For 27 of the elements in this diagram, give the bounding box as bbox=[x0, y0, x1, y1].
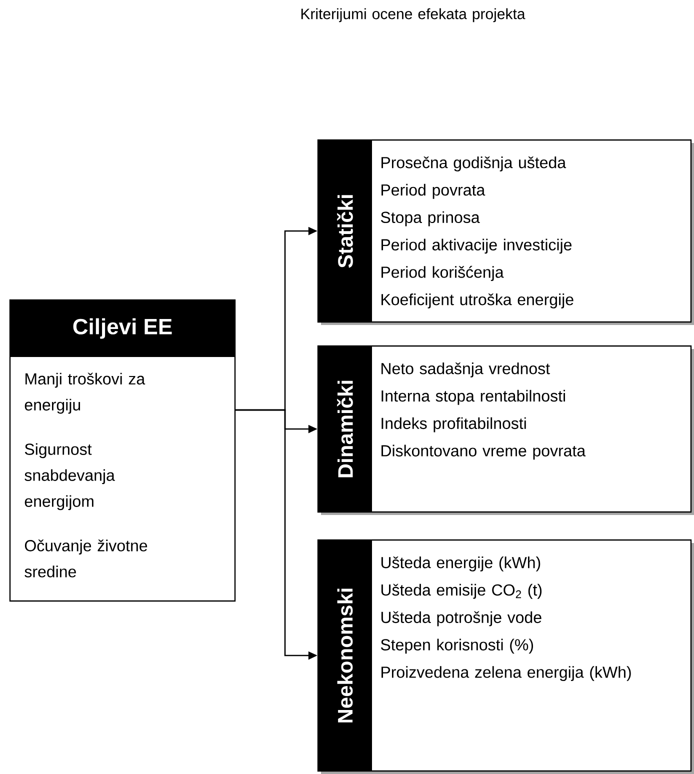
criterion-item: Diskontovano vreme povrata bbox=[382, 444, 586, 460]
criterion-item: Proizvedena zelena energija (kWh) bbox=[382, 666, 631, 682]
band-heading: Statički bbox=[337, 195, 353, 268]
criteria-box bbox=[317, 539, 694, 774]
criterion-item: Indeks profitabilnosti bbox=[382, 417, 526, 432]
criterion-item: Stopa prinosa bbox=[380, 211, 480, 226]
criterion-item: Koeficijent utroška energije bbox=[382, 293, 574, 308]
criteria-box bbox=[317, 345, 694, 515]
criterion-item: Period aktivacije investicije bbox=[382, 238, 572, 254]
criteria-box bbox=[317, 139, 694, 325]
criterion-item: Period povrata bbox=[382, 184, 486, 199]
goal-item: Sigurnost snabdevanja energijom bbox=[24, 443, 115, 510]
band-heading: Neekonomski bbox=[337, 588, 353, 722]
criterion-item: Period korišćenja bbox=[382, 266, 504, 282]
criterion-item: Interna stopa rentabilnosti bbox=[382, 390, 565, 405]
band-heading: Dinamički bbox=[337, 380, 353, 478]
criterion-item: Stepen korisnosti (%) bbox=[380, 638, 533, 654]
criterion-item: Prosečna godišnja ušteda bbox=[382, 156, 566, 172]
box-heading: Ciljevi EE bbox=[73, 318, 172, 339]
criterion-item: Ušteda potrošnje vode bbox=[381, 611, 542, 626]
criterion-item: Neto sadašnja vrednost bbox=[382, 362, 550, 378]
criterion-item: Ušteda emisije CO$_{2}$ (t) bbox=[381, 584, 542, 599]
goal-item: Manji troškovi za energiju bbox=[24, 372, 146, 414]
criterion-item: Ušteda energije (kWh) bbox=[381, 556, 540, 572]
goals-box bbox=[9, 299, 236, 602]
goal-item: Očuvanje životne sredine bbox=[24, 540, 148, 578]
title: Kriterijumi ocene efekata projekta bbox=[301, 8, 526, 22]
